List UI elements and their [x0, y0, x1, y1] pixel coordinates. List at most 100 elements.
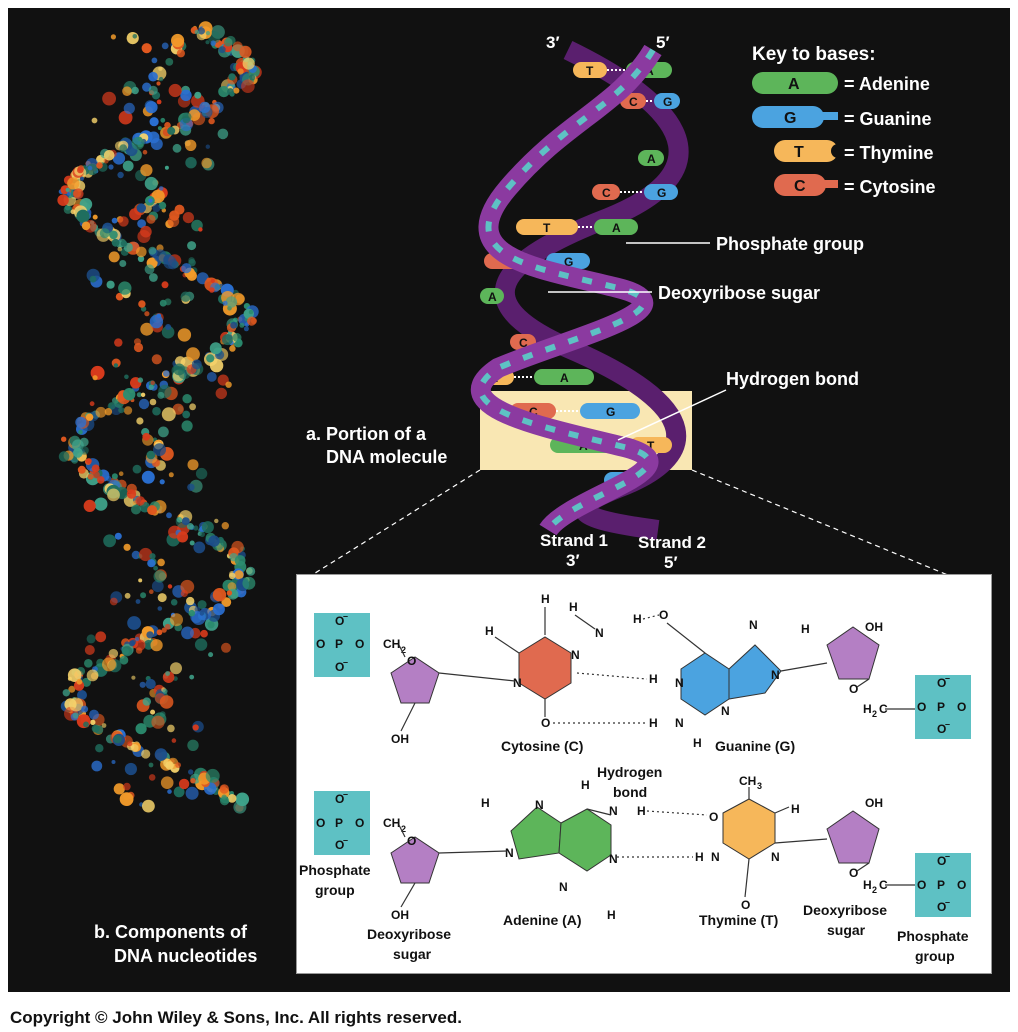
atom-sphere	[182, 115, 191, 124]
base-block	[580, 403, 640, 419]
atom-h: H	[649, 716, 658, 730]
chemistry-diagram: O – O P O O – CH 2 O OH N N H H H N H O	[299, 592, 971, 964]
atom-sphere	[222, 300, 228, 306]
atom-sphere	[207, 621, 215, 629]
adenine-ring-6	[558, 808, 612, 872]
atom-sphere	[185, 786, 199, 800]
atom-sphere	[176, 531, 189, 543]
atom-sphere	[119, 144, 128, 153]
atom-o: O	[917, 700, 926, 714]
phosphate-bottom-right	[915, 853, 971, 917]
atom-sphere	[87, 165, 93, 171]
atom-sphere	[159, 695, 174, 709]
atom-sphere	[135, 599, 141, 604]
subscript: 3	[757, 781, 762, 791]
atom-sphere	[111, 760, 116, 764]
atom-n: N	[749, 618, 758, 632]
atom-sphere	[200, 629, 208, 638]
atom-sphere	[206, 372, 217, 382]
charge: –	[343, 657, 348, 667]
atom-o: O	[355, 637, 364, 651]
atom-sphere	[137, 136, 142, 142]
atom-p: P	[335, 816, 343, 830]
atom-o: O	[849, 866, 858, 880]
charge: –	[343, 611, 348, 621]
chemical-bonds	[398, 607, 915, 908]
atom-sphere	[124, 592, 131, 599]
atom-sphere	[148, 774, 156, 781]
atom-sphere	[142, 799, 155, 813]
atom-sphere	[96, 162, 103, 169]
atom-sphere	[218, 86, 230, 98]
atom-sphere	[214, 518, 219, 524]
atom-sphere	[185, 157, 197, 169]
atom-n: N	[675, 676, 684, 690]
part-a-line2: DNA molecule	[326, 447, 447, 467]
atom-sphere	[176, 49, 185, 58]
atom-sphere	[113, 734, 122, 744]
atom-sphere	[225, 381, 232, 388]
atom-sphere	[109, 230, 118, 240]
phosphate-stripes	[478, 48, 656, 532]
base-letter: A	[647, 152, 656, 166]
atom-sphere	[160, 117, 166, 123]
atom-n: N	[505, 846, 514, 860]
atom-sphere	[131, 86, 139, 95]
phosphate-bottom-left	[314, 791, 370, 855]
guanine-ring-5	[728, 644, 782, 700]
atom-sphere	[194, 29, 200, 35]
strand2-end: 5′	[664, 553, 678, 572]
atom-sphere	[161, 407, 176, 422]
strand1-end: 3′	[566, 551, 580, 570]
atom-p: P	[937, 700, 945, 714]
atom-oh: OH	[865, 796, 883, 810]
atom-sphere	[172, 143, 182, 153]
atom-sphere	[95, 744, 104, 753]
hbond-callout-line	[617, 389, 727, 441]
atom-sphere	[87, 473, 94, 480]
atom-sphere	[84, 659, 93, 668]
atom-sphere	[127, 616, 141, 630]
atom-sphere	[156, 629, 163, 636]
atom-sphere	[148, 762, 154, 768]
atom-sphere	[103, 150, 115, 161]
atom-h: H	[607, 908, 616, 922]
h2c-group: H	[863, 702, 872, 716]
atom-sphere	[73, 447, 83, 458]
base-letter: G	[606, 405, 615, 419]
atom-sphere	[164, 122, 171, 129]
atom-sphere	[136, 417, 144, 425]
atom-sphere	[83, 721, 89, 728]
atom-sphere	[122, 86, 132, 96]
base-block	[592, 184, 620, 200]
atom-sphere	[151, 354, 162, 365]
atom-sphere	[132, 464, 142, 474]
atom-sphere	[219, 784, 229, 794]
atom-n: N	[559, 880, 568, 894]
atom-sphere	[114, 338, 123, 347]
atom-sphere	[167, 259, 178, 270]
atom-o: O	[937, 900, 946, 914]
zoom-line-left	[303, 469, 481, 581]
key-adenine-label: = Adenine	[844, 74, 930, 94]
atom-sphere	[191, 359, 202, 370]
atom-h: H	[481, 796, 490, 810]
atom-sphere	[188, 609, 196, 617]
atom-sphere	[131, 550, 141, 560]
atom-sphere	[149, 553, 156, 560]
atom-sphere	[171, 33, 185, 48]
atom-sphere	[156, 81, 161, 86]
part-b-line2: DNA nucleotides	[114, 946, 257, 966]
atom-sphere	[167, 215, 180, 228]
atom-sphere	[161, 281, 169, 289]
atom-sphere	[194, 606, 201, 613]
atom-o: O	[335, 792, 344, 806]
atom-sphere	[170, 599, 178, 606]
atom-sphere	[110, 34, 116, 40]
atom-sphere	[123, 406, 133, 415]
atom-sphere	[108, 402, 116, 410]
atom-sphere	[187, 459, 199, 471]
atom-h: H	[633, 612, 642, 626]
atom-sphere	[77, 465, 86, 474]
